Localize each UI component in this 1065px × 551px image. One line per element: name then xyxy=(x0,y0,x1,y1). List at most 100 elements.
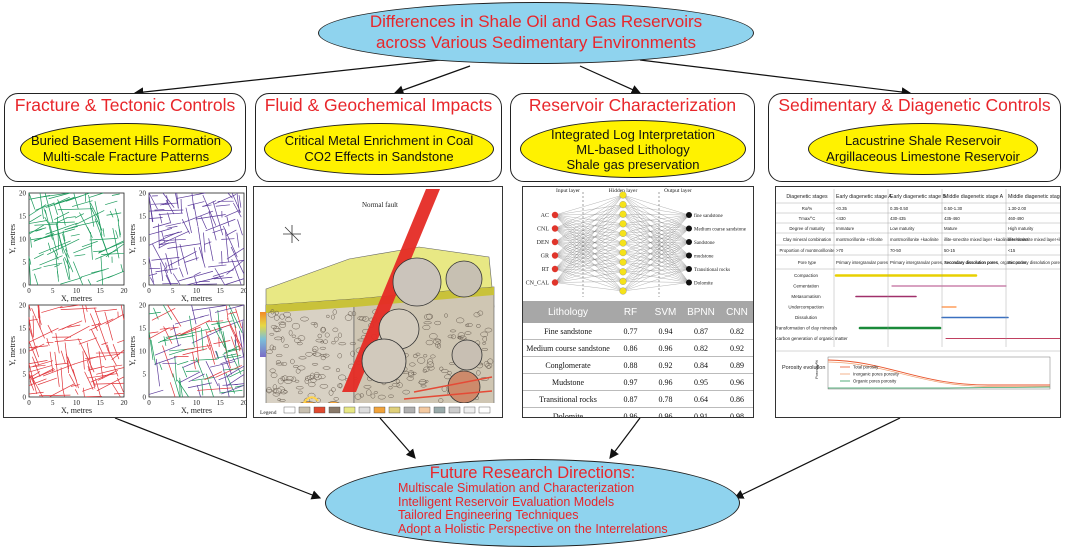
y-tick-label: 10 xyxy=(19,236,27,244)
input-node xyxy=(551,225,559,232)
organic-porosity-line xyxy=(828,386,1051,389)
process-label: Cementation xyxy=(793,284,819,289)
lithology-table: Lithology RF SVM BPNN CNN Fine sandstone… xyxy=(523,301,753,418)
output-node xyxy=(686,252,692,259)
col-header-svm: SVM xyxy=(654,306,677,318)
x-axis-label: X, metres xyxy=(181,406,212,415)
legend-swatch xyxy=(298,406,311,414)
hidden-node xyxy=(619,287,627,295)
hidden-node xyxy=(619,277,627,285)
input-node xyxy=(551,211,559,219)
future-item: Adopt a Holistic Perspective on the Inte… xyxy=(398,521,668,536)
input-label: DEN xyxy=(537,240,550,246)
process-label: Metasomatism xyxy=(791,294,821,299)
y-tick-label: 15 xyxy=(139,325,147,333)
pill-item: Critical Metal Enrichment in Coal xyxy=(284,133,474,148)
output-node xyxy=(686,212,692,218)
stage-cell: Secondary dissolution pores, organic por… xyxy=(944,260,1026,265)
stage-cell: 430-435 xyxy=(890,216,906,221)
x-tick-label: 20 xyxy=(241,287,248,295)
lithology-cell: Dolomite xyxy=(552,411,584,418)
stage-cell: <0.35 xyxy=(836,206,847,211)
stage-cell: <15 xyxy=(1008,248,1016,253)
input-node xyxy=(551,279,559,286)
hidden-node xyxy=(619,239,627,247)
score-cell: 0.64 xyxy=(694,394,708,404)
stage-cell: Degree of maturity xyxy=(789,226,825,231)
legend-swatch xyxy=(283,406,296,414)
future-item: Intelligent Reservoir Evaluation Models xyxy=(398,494,615,509)
stage-cell: Pore type xyxy=(798,260,817,265)
compass-icon xyxy=(283,225,301,243)
score-cell: 0.88 xyxy=(623,360,638,370)
legend-swatch xyxy=(418,406,431,414)
pill-fracture-tectonic: Buried Basement Hills Formation Multi-sc… xyxy=(20,123,232,175)
x-tick-label: 15 xyxy=(97,287,105,295)
output-node xyxy=(686,279,692,286)
stage-cell: Tmax/°C xyxy=(799,216,816,221)
score-cell: 0.91 xyxy=(694,411,708,418)
x-tick-label: 5 xyxy=(171,399,175,407)
hidden-node xyxy=(619,249,627,257)
score-cell: 0.78 xyxy=(658,394,673,404)
score-cell: 0.97 xyxy=(623,377,638,387)
score-cell: 0.87 xyxy=(623,394,638,404)
col-header-bpnn: BPNN xyxy=(687,306,715,318)
hidden-node xyxy=(619,191,627,199)
y-tick-label: 10 xyxy=(139,348,147,356)
layer-label: Hidden layer xyxy=(609,188,638,194)
stage-cell: Proportion of montmorillonite xyxy=(780,248,836,253)
geological-block-diagram: Normal fault Legend xyxy=(254,189,502,417)
main-topic-line1: Differences in Shale Oil and Gas Reservo… xyxy=(369,12,703,31)
x-tick-label: 5 xyxy=(51,399,55,407)
process-label: Transformation of clay minerals xyxy=(776,326,838,331)
score-cell: 0.77 xyxy=(623,326,638,336)
legend-swatch xyxy=(373,406,386,414)
stage-cell: Immature xyxy=(836,226,855,231)
normal-fault-label: Normal fault xyxy=(362,201,398,209)
hidden-node xyxy=(619,210,627,218)
x-tick-label: 0 xyxy=(147,287,151,295)
card-title: Fracture & Tectonic Controls xyxy=(14,95,236,115)
hidden-node xyxy=(619,201,627,209)
x-tick-label: 0 xyxy=(27,287,31,295)
input-label: AC xyxy=(541,213,549,219)
score-cell: 0.96 xyxy=(623,411,638,418)
y-tick-label: 5 xyxy=(143,259,147,267)
legend-swatch xyxy=(403,406,416,414)
y-tick-label: 0 xyxy=(143,282,147,290)
porosity-label: Porosity evolution xyxy=(782,365,825,371)
x-tick-label: 5 xyxy=(51,287,55,295)
stage-cell: Secondary dissolution pores, organic por… xyxy=(1008,260,1061,265)
score-cell: 0.84 xyxy=(694,360,708,370)
hidden-node xyxy=(619,268,627,276)
stage-cell: illite-smectite mixed layer +kaolinite+c… xyxy=(944,237,1028,242)
legend-swatch xyxy=(328,406,341,414)
porosity-legend-entry: Inorganic pores porosity xyxy=(853,372,900,377)
y-tick-label: 0 xyxy=(143,394,147,402)
score-cell: 0.96 xyxy=(658,343,673,353)
inorganic-porosity-line xyxy=(827,361,1050,387)
x-axis-label: X, metres xyxy=(61,294,92,303)
stage-cell: High maturity xyxy=(1008,226,1034,231)
legend-label: Legend xyxy=(260,410,277,416)
pill-fluid-geochemical: Critical Metal Enrichment in Coal CO2 Ef… xyxy=(264,123,494,175)
process-rows: CompactionCementationMetasomatismUnderco… xyxy=(776,273,1060,341)
output-node xyxy=(686,266,692,272)
x-tick-label: 0 xyxy=(27,399,31,407)
lithology-cell: Conglomerate xyxy=(545,360,591,370)
process-label: Compaction xyxy=(794,273,819,278)
stage-cell: Clay mineral combination xyxy=(783,237,832,242)
stage-cell: 50-15 xyxy=(944,248,956,253)
x-axis-label: X, metres xyxy=(61,406,92,415)
x-tick-label: 5 xyxy=(171,287,175,295)
input-node xyxy=(551,238,559,246)
